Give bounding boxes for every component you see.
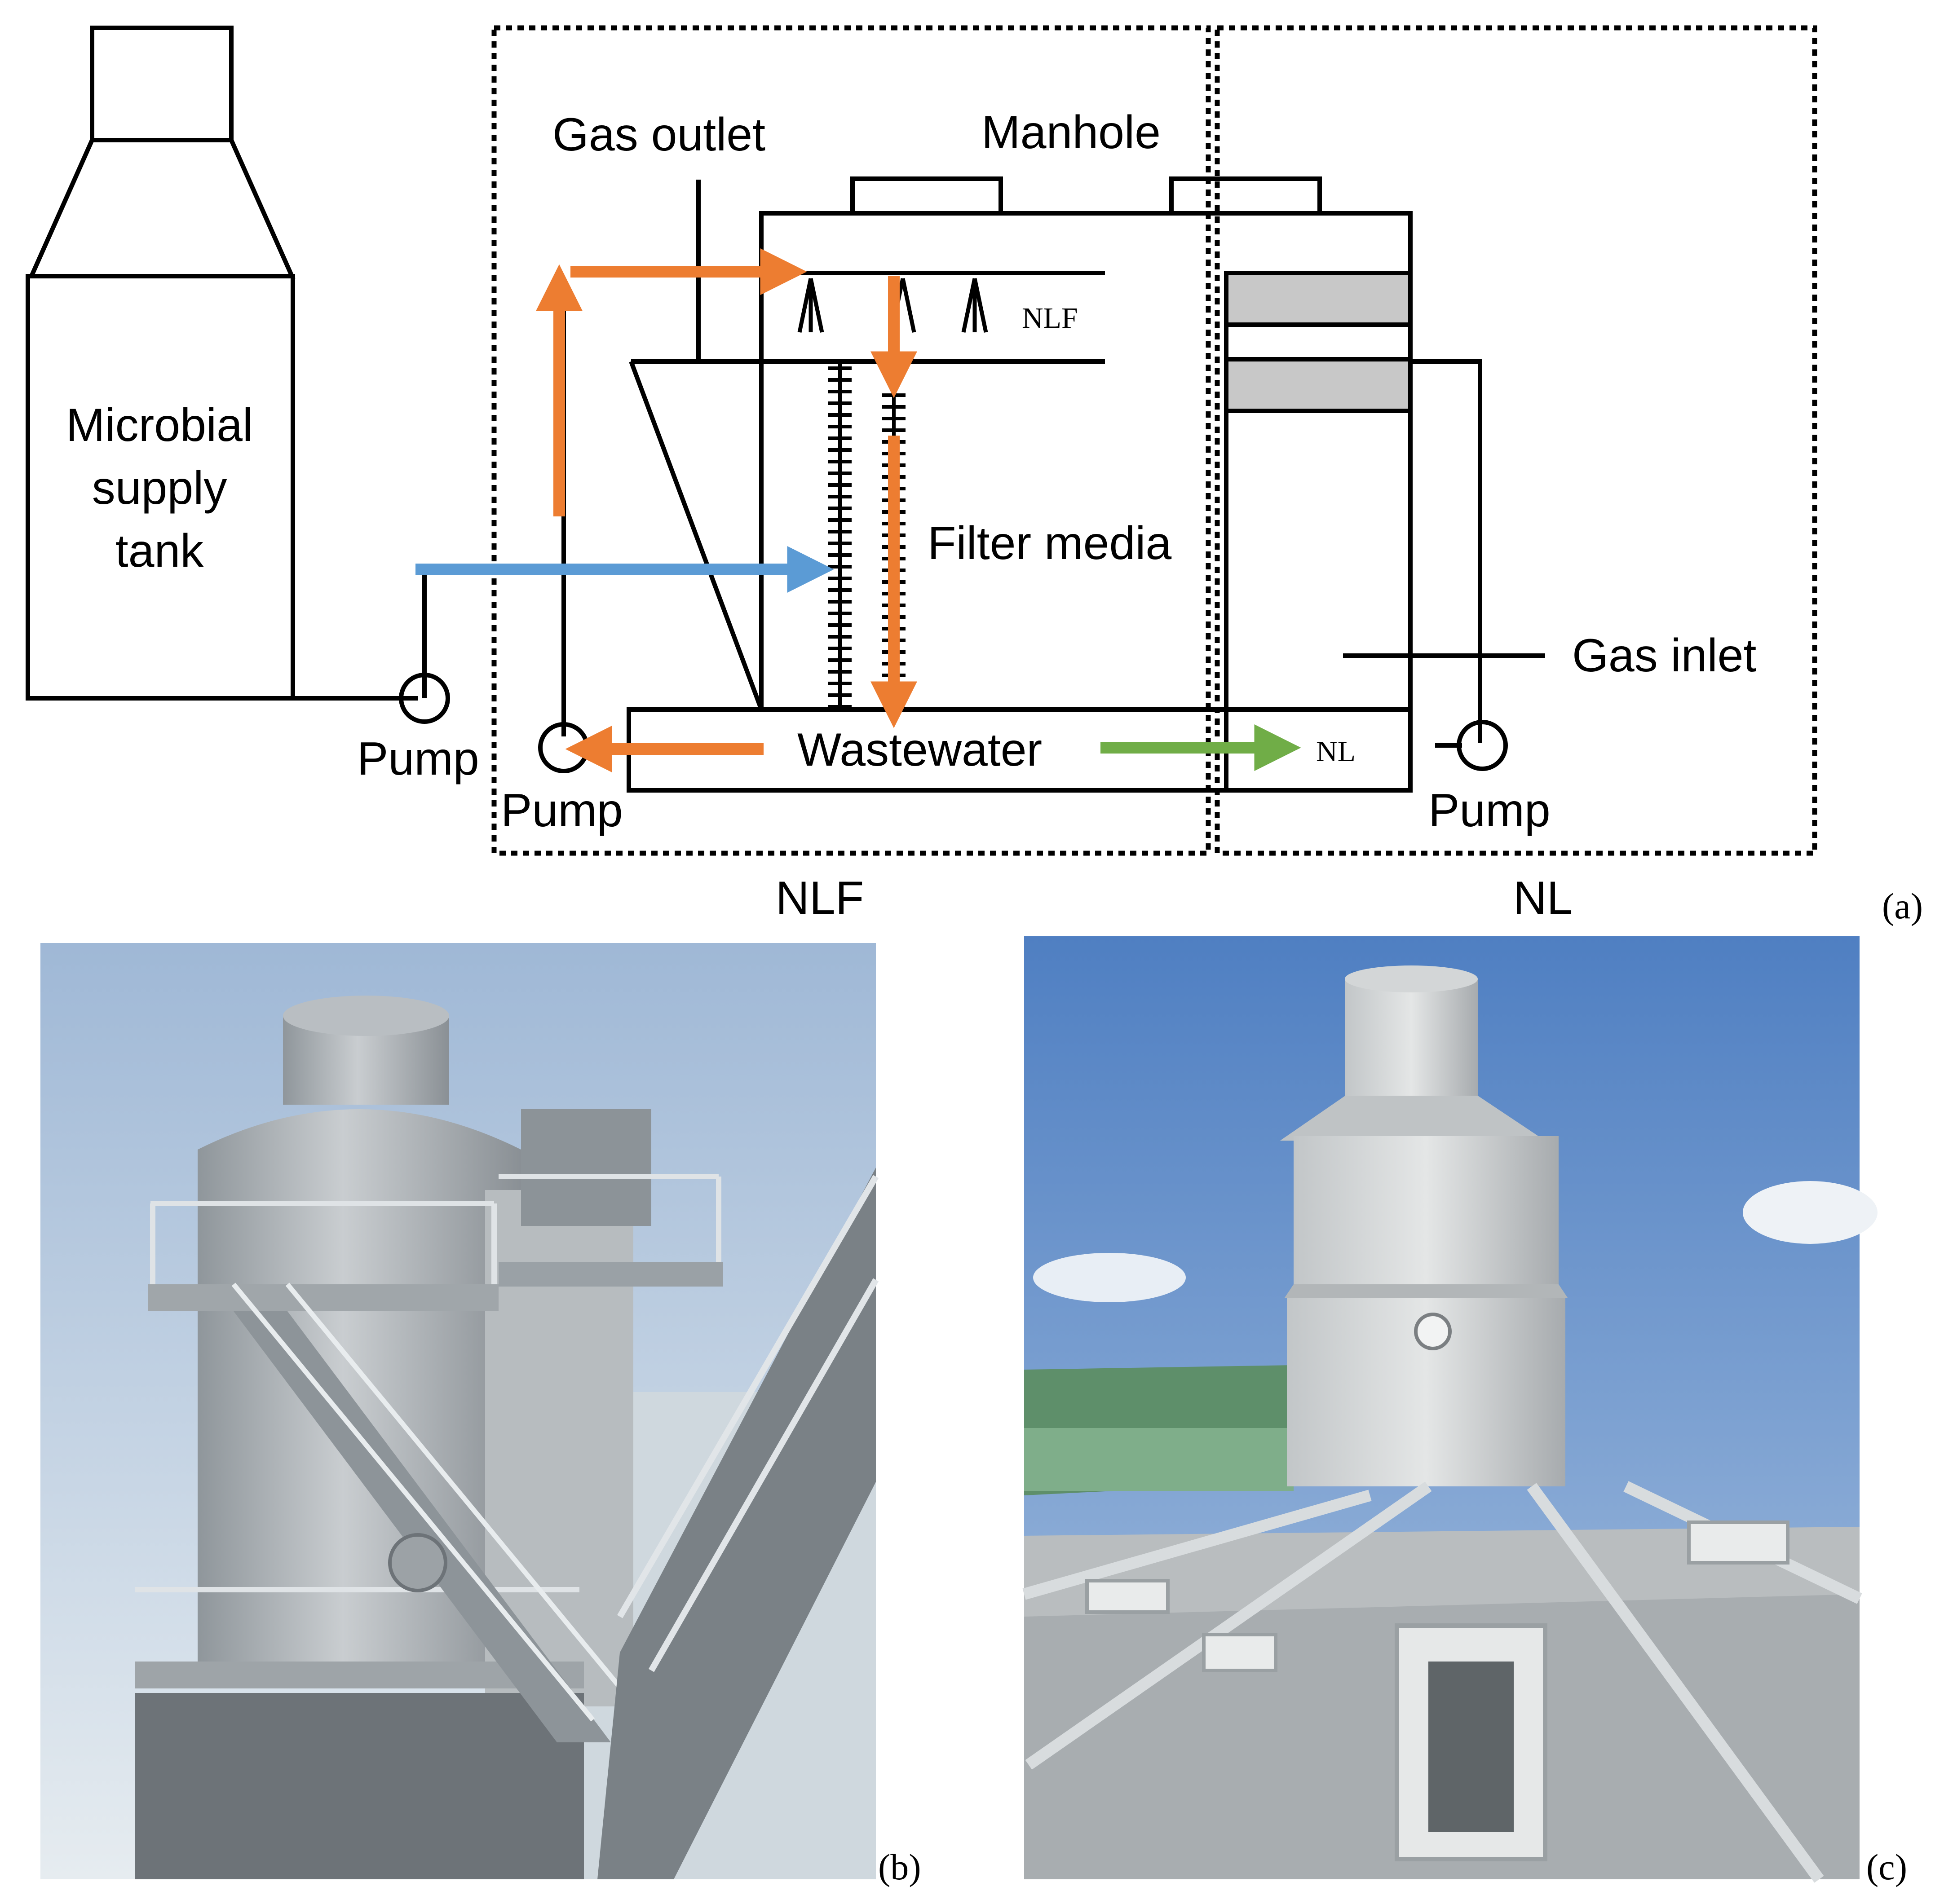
diagram-labels: Microbial supply tank Gas outlet Manhole… <box>66 106 1923 926</box>
piping <box>293 278 1462 748</box>
pump-right-label: Pump <box>1428 785 1551 837</box>
nl-section-box <box>1215 25 1817 856</box>
filter-media-label: Filter media <box>928 517 1171 569</box>
nl-column <box>1224 271 1545 790</box>
photo-b-plant-tower: (c) <box>40 943 879 1879</box>
nlf-inner-label: NLF <box>1022 302 1078 335</box>
panel-a-label: (a) <box>1882 886 1923 926</box>
nlf-section-box <box>491 25 1211 856</box>
panel-c-label: (c) <box>1866 1847 1907 1887</box>
flow-arrows <box>415 248 1301 772</box>
tank-label-1: Microbial <box>66 399 253 451</box>
tank-label-3: tank <box>115 525 204 577</box>
gas-inlet-label: Gas inlet <box>1572 630 1757 682</box>
photo-c-roof-tower <box>1022 936 1878 1883</box>
pump-left-label: Pump <box>357 733 479 785</box>
section-nl-label: NL <box>1513 872 1573 924</box>
gas-outlet-label: Gas outlet <box>552 109 765 161</box>
tank-label-2: supply <box>92 462 227 514</box>
section-nlf-label: NLF <box>776 872 864 924</box>
panel-b-label: (b) <box>878 1847 921 1887</box>
nl-inner-label: NL <box>1316 735 1356 768</box>
pump-left-icon <box>399 673 450 724</box>
manhole-label: Manhole <box>981 106 1161 159</box>
schematic-diagram <box>26 25 1817 856</box>
wastewater-label: Wastewater <box>797 724 1042 776</box>
filter-media <box>828 364 906 709</box>
microbial-supply-tank <box>26 26 296 701</box>
pump-middle-label: Pump <box>501 785 623 837</box>
pump-right-icon <box>1457 720 1508 771</box>
